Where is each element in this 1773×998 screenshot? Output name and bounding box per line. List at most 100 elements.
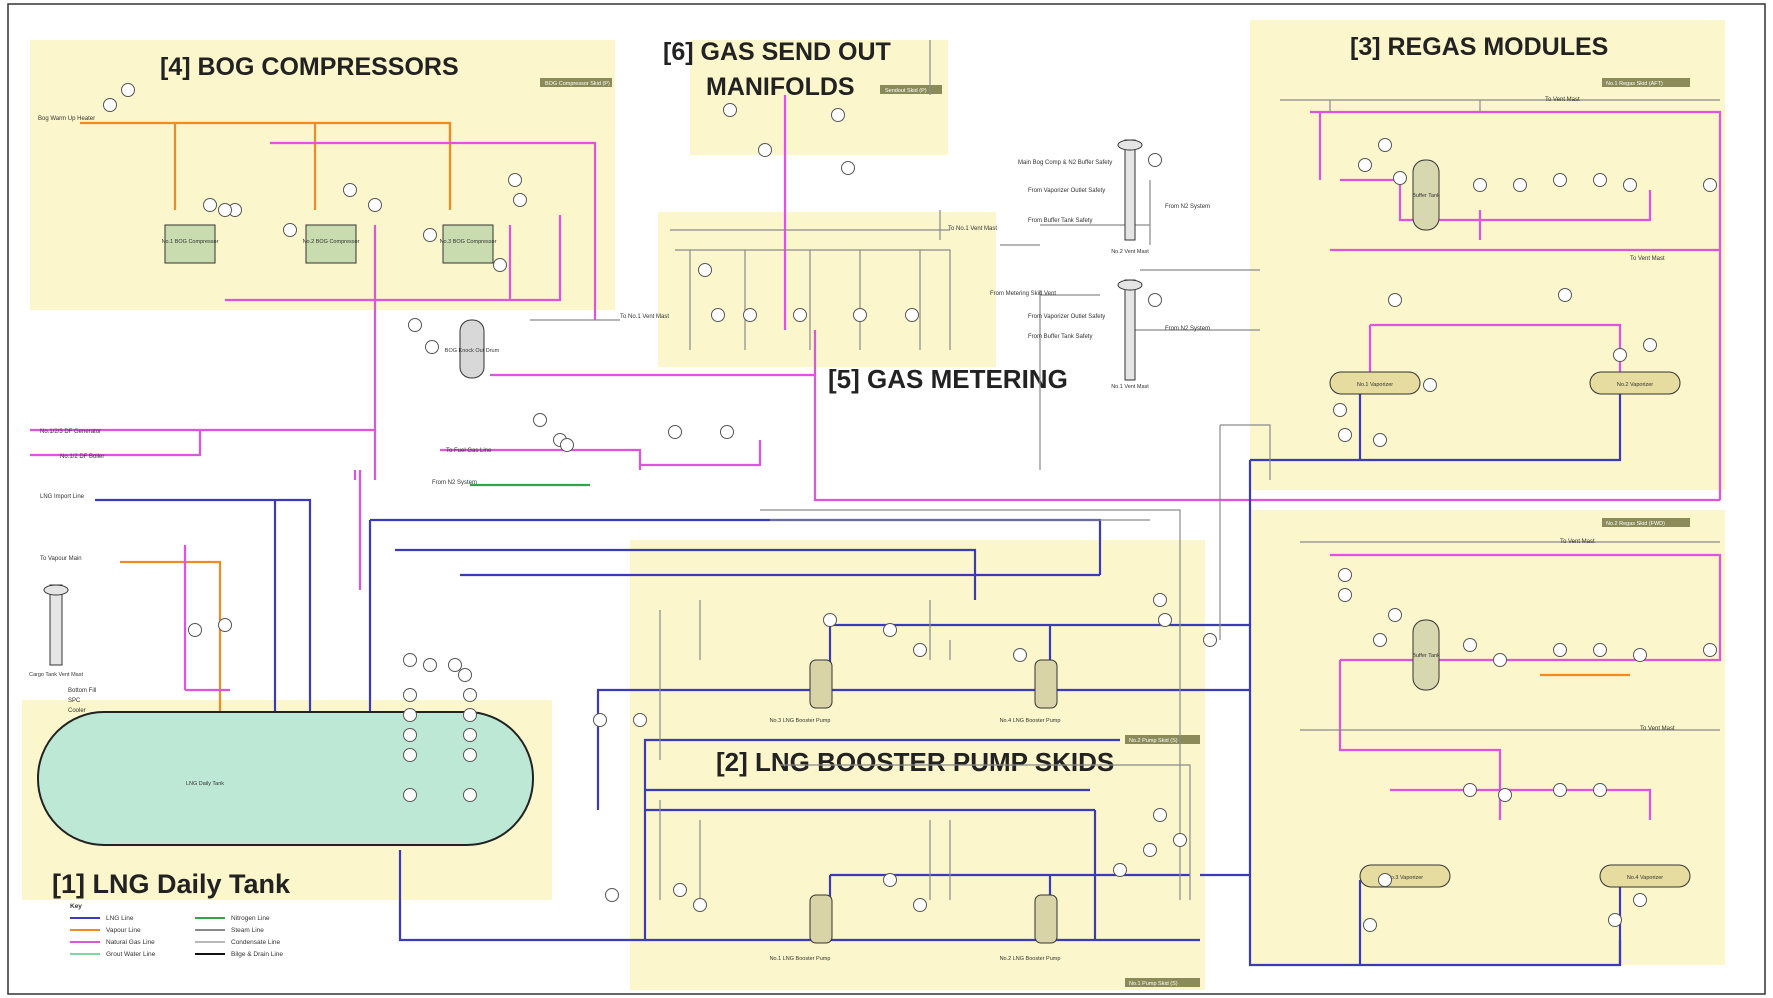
instrument-bubble-icon xyxy=(853,308,867,322)
bog-compressor-3[interactable]: No.3 BOG Compressor xyxy=(440,224,497,264)
instrument-bubble-icon xyxy=(1633,648,1647,662)
instrument-bubble-icon xyxy=(1203,633,1217,647)
instrument-bubble-icon xyxy=(458,668,472,682)
legend-item-label: Natural Gas Line xyxy=(106,939,155,946)
instrument-bubble-icon xyxy=(560,438,574,452)
instrument-bubble-icon xyxy=(673,883,687,897)
panel-pump-skid-2 xyxy=(1125,978,1200,987)
instrument-bubble-icon xyxy=(403,788,417,802)
instrument-bubble-icon xyxy=(463,788,477,802)
label-from-n2-sys-2: From N2 System xyxy=(1165,326,1210,332)
instrument-bubble-icon xyxy=(883,623,897,637)
vent-line-regas1-top xyxy=(1280,99,1720,112)
compressor-2-label: No.2 BOG Compressor xyxy=(303,239,360,245)
zone-send-out xyxy=(690,40,948,155)
vent-mast-2[interactable]: No.2 Vent Mast xyxy=(1111,139,1149,255)
panel-regas-2 xyxy=(1602,518,1690,527)
instrument-bubble-icon xyxy=(1498,788,1512,802)
instrument-bubble-icon xyxy=(698,263,712,277)
instrument-bubble-icon xyxy=(841,161,855,175)
vaporizer-2-label: No.2 Vaporizer xyxy=(1617,382,1653,388)
legend-item-label: Steam Line xyxy=(231,927,264,934)
regas-buffer-tank-1[interactable]: Buffer Tank xyxy=(1412,159,1440,231)
instrument-bubble-icon xyxy=(463,728,477,742)
lng-daily-tank[interactable]: LNG Daily Tank xyxy=(37,711,534,846)
buffer-tank-2-label: Buffer Tank xyxy=(1412,653,1440,659)
instrument-bubble-icon xyxy=(448,658,462,672)
booster-pump-1[interactable]: No.1 LNG Booster Pump xyxy=(770,894,833,962)
zone-title-send-out-2: MANIFOLDS xyxy=(706,73,855,101)
label-main-bog: Main Bog Comp & N2 Buffer Safety xyxy=(1018,160,1112,166)
ng-line-main-send-out xyxy=(813,330,1720,502)
vaporizer-1-label: No.1 Vaporizer xyxy=(1357,382,1393,388)
vent-mast-1[interactable]: No.1 Vent Mast xyxy=(1111,279,1149,390)
lng-line-pump-feed-a xyxy=(395,548,977,600)
compressor-1-label: No.1 BOG Compressor xyxy=(162,239,219,245)
legend-item-label: Bilge & Drain Line xyxy=(231,951,283,958)
ng-line-fuel-gas xyxy=(440,440,762,470)
instrument-bubble-icon xyxy=(1153,808,1167,822)
instrument-bubble-icon xyxy=(1013,648,1027,662)
booster-pump-4[interactable]: No.4 LNG Booster Pump xyxy=(1000,659,1061,724)
label-from-metering: From Metering Skid Vent xyxy=(990,291,1056,297)
label-to-fuel-gas: To Fuel Gas Line xyxy=(446,448,492,454)
instrument-bubble-icon xyxy=(513,193,527,207)
lng-line-pump-lower-headers xyxy=(645,788,1095,812)
instrument-bubble-icon xyxy=(1338,588,1352,602)
regas-buffer-tank-2[interactable]: Buffer Tank xyxy=(1412,619,1440,691)
instrument-bubble-icon xyxy=(913,643,927,657)
zone-regas-1 xyxy=(1250,20,1725,490)
instrument-bubble-icon xyxy=(103,98,117,112)
instrument-bubble-icon xyxy=(831,108,845,122)
instrument-bubble-icon xyxy=(1173,833,1187,847)
label-to-vent-2: To Vent Mast xyxy=(1630,256,1665,262)
vaporizer-1[interactable]: No.1 Vaporizer xyxy=(1329,371,1421,395)
instrument-bubble-icon xyxy=(1703,643,1717,657)
vaporizer-2[interactable]: No.2 Vaporizer xyxy=(1589,371,1681,395)
label-bottom-fill: Bottom Fill xyxy=(68,688,96,694)
instrument-bubble-icon xyxy=(188,623,202,637)
booster-pump-3[interactable]: No.3 LNG Booster Pump xyxy=(770,659,833,724)
instrument-bubble-icon xyxy=(720,425,734,439)
instrument-bubble-icon xyxy=(218,618,232,632)
legend-item-label: Vapour Line xyxy=(106,927,141,934)
instrument-bubble-icon xyxy=(423,658,437,672)
instrument-bubble-icon xyxy=(1623,178,1637,192)
vaporizer-3[interactable]: No.3 Vaporizer xyxy=(1359,864,1451,888)
instrument-bubble-icon xyxy=(668,425,682,439)
booster-pump-2[interactable]: No.2 LNG Booster Pump xyxy=(1000,894,1061,962)
instrument-bubble-icon xyxy=(463,688,477,702)
lng-line-pump-suction-b xyxy=(643,738,1120,850)
cargo-vent-label: Cargo Tank Vent Mast xyxy=(29,672,83,678)
zone-title-regas: [3] REGAS MODULES xyxy=(1350,33,1608,61)
lng-import-line xyxy=(95,498,312,770)
grey-line-pump-top xyxy=(760,509,1181,620)
piping-layer xyxy=(30,40,1722,967)
pump-1-label: No.1 LNG Booster Pump xyxy=(770,956,831,962)
kod-drum[interactable]: BOG Knock Out Drum xyxy=(445,319,500,379)
instrument-bubble-icon xyxy=(425,340,439,354)
lng-line-tank-bottom xyxy=(398,850,647,942)
instrument-bubble-icon xyxy=(605,888,619,902)
cargo-vent-mast[interactable]: Cargo Tank Vent Mast xyxy=(29,584,83,678)
label-to-no1-vent-2: To No.1 Vent Mast xyxy=(948,226,997,232)
instrument-bubble-icon xyxy=(793,308,807,322)
bog-compressor-1[interactable]: No.1 BOG Compressor xyxy=(162,224,219,264)
instrument-bubble-icon xyxy=(343,183,357,197)
legend-title: Key xyxy=(70,903,82,910)
instrument-bubble-icon xyxy=(633,713,647,727)
vent-line-send-out xyxy=(929,40,1040,246)
label-to-vent-4: To Vent Mast xyxy=(1640,726,1675,732)
label-df-boiler: No.1/2 DF Boiler xyxy=(60,454,104,460)
instrument-bubble-icon xyxy=(1358,158,1372,172)
vent-mast-1-label: No.1 Vent Mast xyxy=(1111,384,1149,390)
label-spray: SPC xyxy=(68,698,81,704)
instrument-bubble-icon xyxy=(905,308,919,322)
instrument-bubble-icon xyxy=(1613,348,1627,362)
bog-compressor-2[interactable]: No.2 BOG Compressor xyxy=(303,224,360,264)
label-from-buffer-2: From Buffer Tank Safety xyxy=(1028,334,1092,340)
instrument-bubble-icon xyxy=(1373,433,1387,447)
label-bog-warm-up: Bog Warm Up Heater xyxy=(38,116,95,122)
vaporizer-4[interactable]: No.4 Vaporizer xyxy=(1599,864,1691,888)
